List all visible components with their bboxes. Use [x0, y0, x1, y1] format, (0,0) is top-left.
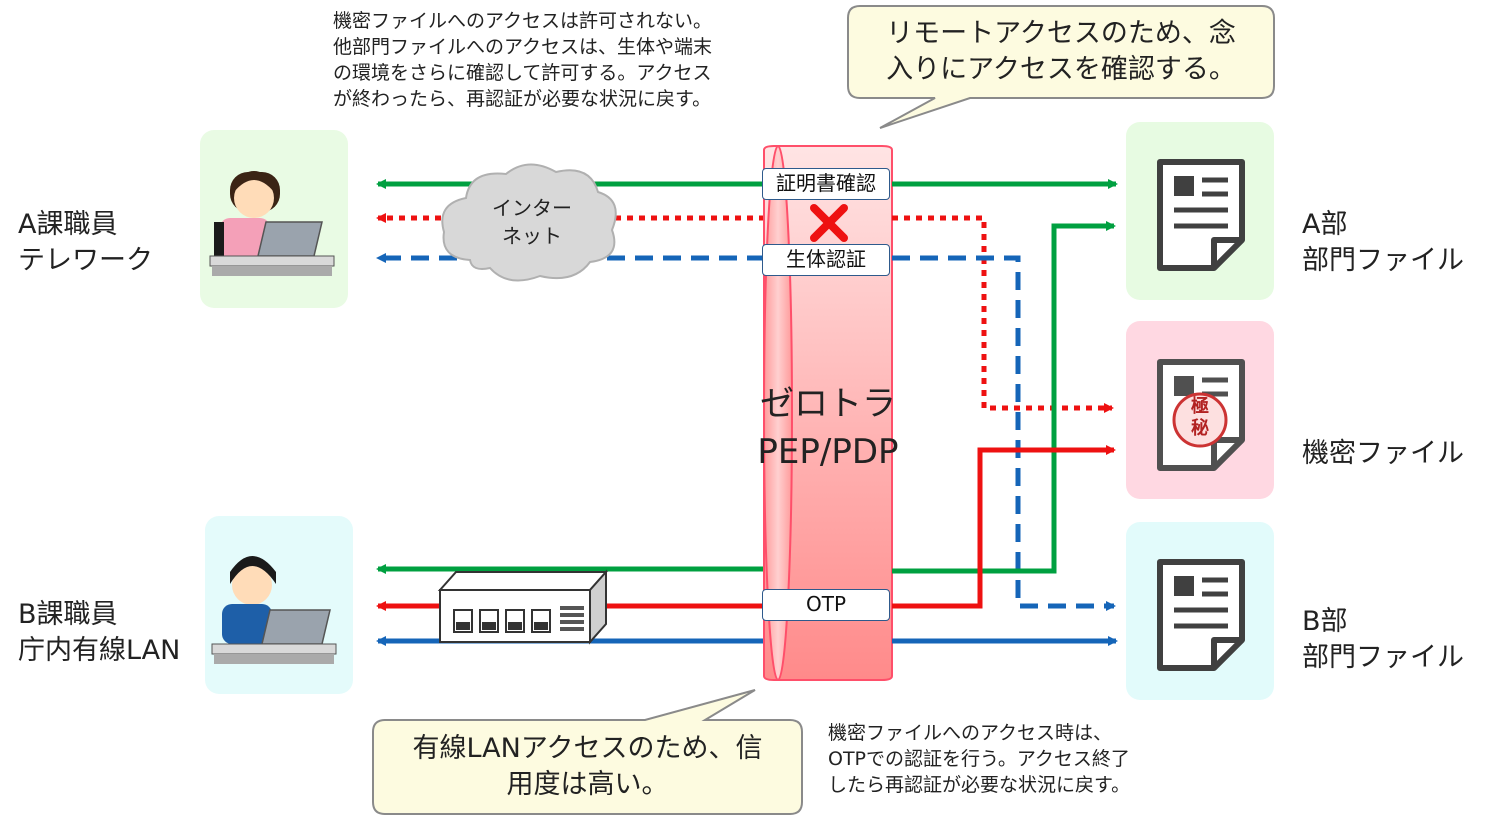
remote-callout-line1: リモートアクセスのため、念	[886, 18, 1236, 49]
gateway-label: ゼロトラ PEP/PDP	[745, 380, 911, 476]
wired-callout-text: 有線LANアクセスのため、信 用度は高い。	[375, 731, 800, 803]
stamp-bottom: 秘	[1191, 418, 1209, 439]
file-b-type: 部門ファイル	[1302, 642, 1464, 673]
denied-x-icon	[810, 204, 848, 242]
b-red-route	[892, 445, 1116, 609]
bottom-note-line: 機密ファイルへのアクセス時は、	[828, 722, 1113, 744]
file-a-dept: A部	[1302, 209, 1348, 240]
user-a-label: A課職員 テレワーク	[18, 207, 153, 279]
gateway-name: ゼロトラ	[760, 384, 896, 424]
remote-callout-bubble	[847, 5, 1275, 129]
user-b-label: B課職員 庁内有線LAN	[18, 597, 180, 669]
file-a-label: A部 部門ファイル	[1302, 207, 1464, 279]
user-a-mode: テレワーク	[18, 245, 153, 276]
bottom-note-line: したら再認証が必要な状況に戻す。	[828, 774, 1131, 796]
user-b-panel	[205, 516, 353, 694]
file-a-type: 部門ファイル	[1302, 245, 1464, 276]
document-icon-b	[1157, 559, 1245, 671]
file-secret-label: 機密ファイル	[1302, 438, 1464, 469]
bio-auth-box: 生体認証	[762, 244, 890, 276]
document-icon-a	[1157, 159, 1245, 271]
cert-check-box: 証明書確認	[762, 168, 890, 200]
otp-box: OTP	[762, 589, 890, 621]
b-green-route	[892, 221, 1116, 574]
zero-trust-gateway	[763, 145, 893, 681]
secret-stamp-text: 極 秘	[1186, 396, 1214, 440]
a-blue-route	[892, 255, 1116, 611]
wired-callout-line2: 用度は高い。	[506, 769, 669, 800]
internet-line2: ネット	[502, 224, 562, 248]
internet-line1: インター	[492, 196, 572, 220]
remote-callout-text: リモートアクセスのため、念 入りにアクセスを確認する。	[850, 16, 1272, 88]
user-b-dept: B課職員	[18, 599, 118, 630]
file-b-dept: B部	[1302, 606, 1348, 637]
remote-callout-line2: 入りにアクセスを確認する。	[886, 54, 1236, 85]
user-a-panel	[200, 130, 348, 308]
user-b-icon	[211, 556, 337, 664]
file-b-label: B部 部門ファイル	[1302, 604, 1464, 676]
top-note-line: 機密ファイルへのアクセスは許可されない。	[333, 10, 713, 32]
top-note: 機密ファイルへのアクセスは許可されない。 他部門ファイルへのアクセスは、生体や端…	[333, 8, 712, 112]
bottom-note: 機密ファイルへのアクセス時は、 OTPでの認証を行う。アクセス終了 したら再認証…	[828, 720, 1130, 798]
gateway-role: PEP/PDP	[757, 432, 899, 472]
user-b-mode: 庁内有線LAN	[18, 635, 181, 666]
top-note-line: が終わったら、再認証が必要な状況に戻す。	[333, 88, 712, 110]
wired-callout-line1: 有線LANアクセスのため、信	[412, 733, 763, 764]
wired-callout-bubble	[372, 689, 803, 815]
secret-stamp	[1172, 392, 1228, 448]
user-a-icon	[209, 171, 335, 276]
user-a-dept: A課職員	[18, 209, 118, 240]
stamp-top: 極	[1191, 396, 1209, 417]
document-icon-secret	[1157, 359, 1245, 471]
internet-label: インター ネット	[470, 194, 594, 250]
bottom-note-line: OTPでの認証を行う。アクセス終了	[828, 748, 1130, 770]
top-note-line: 他部門ファイルへのアクセスは、生体や端末	[333, 36, 713, 58]
network-switch-icon	[437, 569, 609, 645]
top-note-line: の環境をさらに確認して許可する。アクセス	[333, 62, 712, 84]
internet-cloud-icon	[441, 163, 617, 282]
a-red-route	[892, 215, 1114, 413]
